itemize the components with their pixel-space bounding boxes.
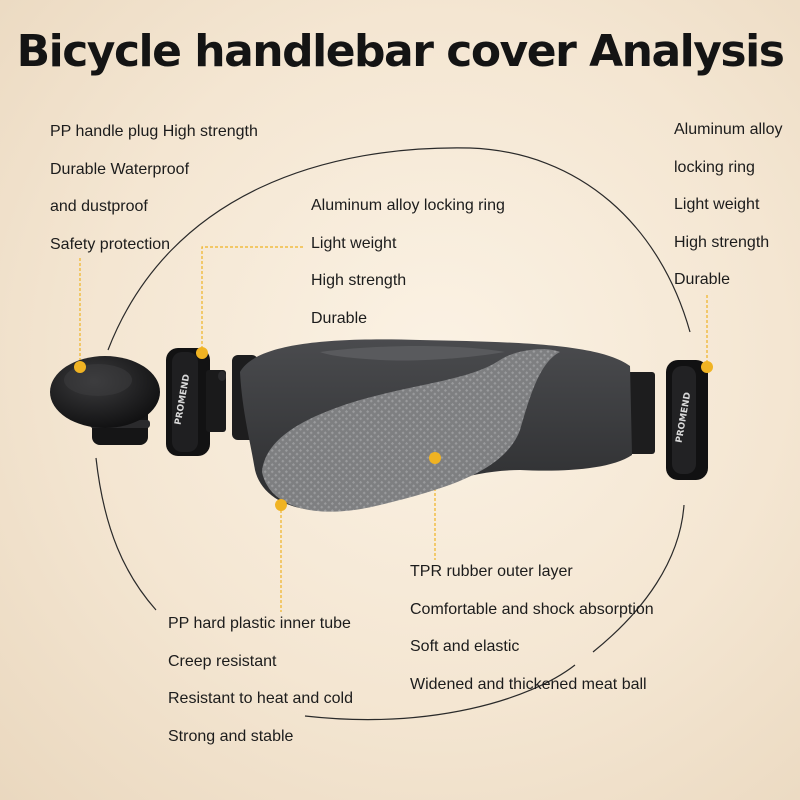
page-title: Bicycle handlebar cover Analysis: [16, 26, 785, 77]
callout-line: High strength: [311, 272, 407, 289]
callout-line: locking ring: [674, 158, 755, 176]
callout-line: Durable Waterproof: [50, 160, 190, 178]
callout-line: Safety protection: [50, 235, 171, 253]
callout-line: Widened and thickened meat ball: [410, 675, 647, 693]
callout-outer-locking-ring: Aluminum alloy locking ring Light weight…: [674, 111, 782, 299]
callout-line: PP hard plastic inner tube: [168, 615, 351, 632]
callout-line: Strong and stable: [168, 727, 294, 745]
marker-dot-inner-ring: [196, 347, 208, 359]
callout-line: Durable: [311, 309, 368, 327]
callout-end-plug: PP handle plug High strength Durable Wat…: [50, 113, 258, 263]
callout-rubber-layer: TPR rubber outer layer Comfortable and s…: [410, 553, 654, 703]
callout-line: Light weight: [674, 196, 760, 213]
callout-line: Creep resistant: [168, 652, 277, 670]
callout-line: Light weight: [311, 234, 397, 252]
marker-dot-tube: [275, 499, 287, 511]
callout-inner-tube: PP hard plastic inner tube Creep resista…: [168, 605, 353, 755]
callout-line: Resistant to heat and cold: [168, 690, 354, 707]
callout-line: Durable: [674, 271, 731, 288]
outline-arc-bottom-right: [592, 504, 685, 653]
leader-inner-ring: [201, 246, 303, 352]
marker-dot-rubber: [429, 452, 441, 464]
callout-line: Soft and elastic: [410, 638, 520, 655]
callout-line: Aluminum alloy: [674, 121, 783, 138]
callout-line: High strength: [674, 233, 770, 251]
marker-dot-outer-ring: [701, 361, 713, 373]
callout-line: TPR rubber outer layer: [410, 563, 573, 580]
outline-arc-bottom-left: [95, 457, 157, 611]
end-plug-graphic: [50, 356, 160, 445]
inner-ring-graphic: PROMEND: [166, 348, 226, 456]
outer-ring-graphic: PROMEND: [666, 360, 708, 480]
callout-inner-locking-ring: Aluminum alloy locking ring Light weight…: [311, 187, 505, 337]
callout-line: Aluminum alloy locking ring: [311, 197, 505, 214]
callout-line: and dustproof: [50, 198, 148, 215]
outline-arc-bottom: [304, 664, 576, 721]
callout-line: PP handle plug High strength: [50, 123, 258, 140]
grip-graphic: [218, 339, 655, 512]
marker-dot-plug: [74, 361, 86, 373]
callout-line: Comfortable and shock absorption: [410, 600, 654, 618]
outline-arc-top: [107, 147, 691, 351]
